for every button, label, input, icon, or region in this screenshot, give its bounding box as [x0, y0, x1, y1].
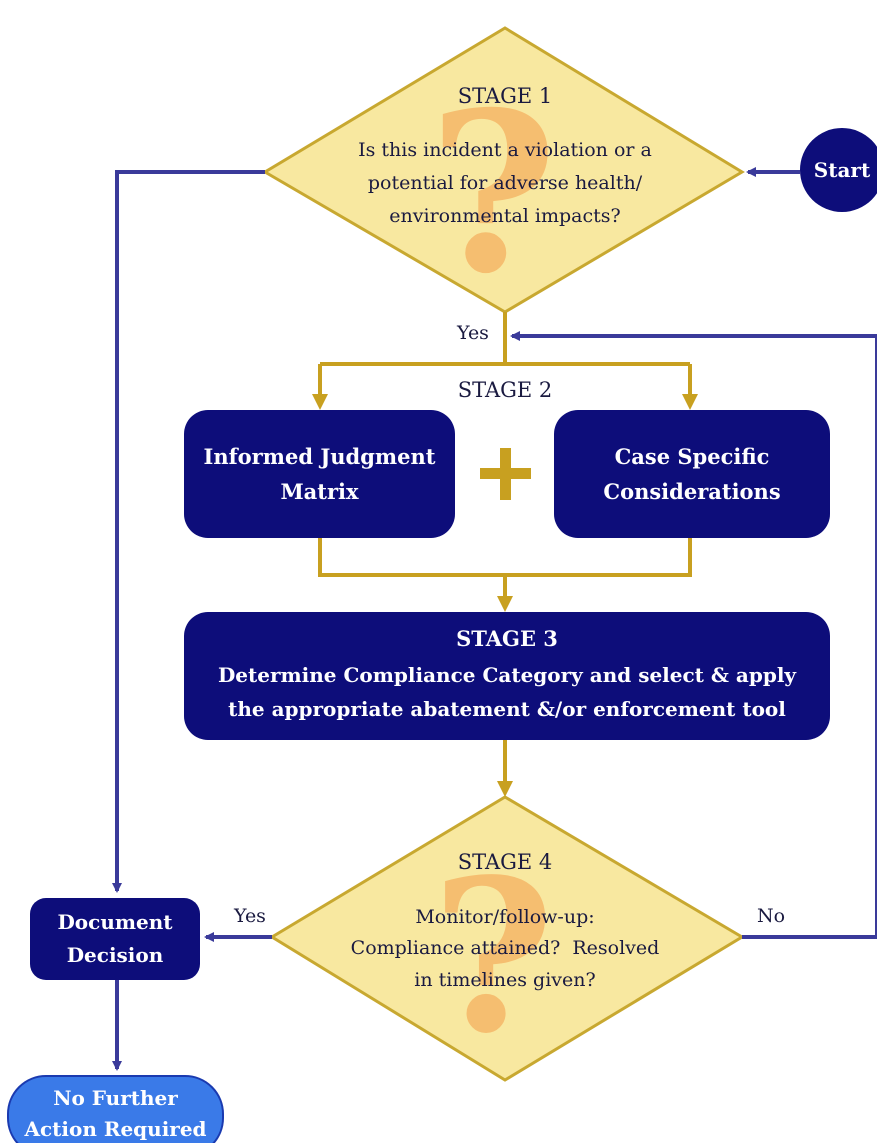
stage2-heading: STAGE 2 [457, 378, 553, 402]
start-node [800, 128, 877, 212]
informed-judgment-box [184, 410, 455, 538]
start-label: Start [813, 158, 871, 182]
stage4-diamond [269, 795, 745, 1082]
case-specific-line-2: Considerations [603, 479, 781, 504]
stage1-question-mark: ? [429, 63, 558, 322]
stage3-box [184, 612, 830, 740]
stage4-heading: STAGE 4 [457, 850, 553, 874]
stage4-question-mark: ? [431, 833, 554, 1080]
stage3-line-2: the appropriate abatement &/or enforceme… [228, 697, 786, 721]
stage4-question-line-3: in timelines given? [414, 969, 596, 991]
document-decision-line-2: Decision [66, 943, 164, 967]
informed-judgment-line-2: Matrix [280, 479, 359, 504]
stage4-no-label: No [756, 905, 786, 927]
document-decision-box [30, 898, 200, 980]
stage1-question-line-3: environmental impacts? [389, 205, 621, 227]
case-specific-box [554, 410, 830, 538]
stage1-no-line [112, 170, 265, 893]
stage1-heading: STAGE 1 [457, 84, 553, 108]
case-specific-line-1: Case Specific [614, 444, 770, 469]
stage4-question-line-2: Compliance attained? Resolved [350, 937, 660, 959]
stage4-question-line-1: Monitor/follow-up: [415, 906, 595, 928]
document-decision-line-1: Document [57, 910, 173, 934]
end-line-2: Action Required [24, 1117, 207, 1141]
plus-sign-horizontal [480, 468, 531, 479]
stage3-line-1: Determine Compliance Category and select… [217, 663, 797, 687]
stage2-merge-line [318, 538, 692, 577]
end-terminal [7, 1075, 224, 1143]
stage1-question-line-1: Is this incident a violation or a [358, 139, 652, 161]
informed-judgment-line-1: Informed Judgment [203, 444, 436, 469]
stage1-question-line-2: potential for adverse health/ [367, 172, 643, 194]
end-line-1: No Further [53, 1086, 178, 1110]
stage1-yes-label: Yes [457, 322, 489, 344]
stage3-heading: STAGE 3 [456, 626, 558, 651]
stage4-yes-label: Yes [234, 905, 266, 927]
